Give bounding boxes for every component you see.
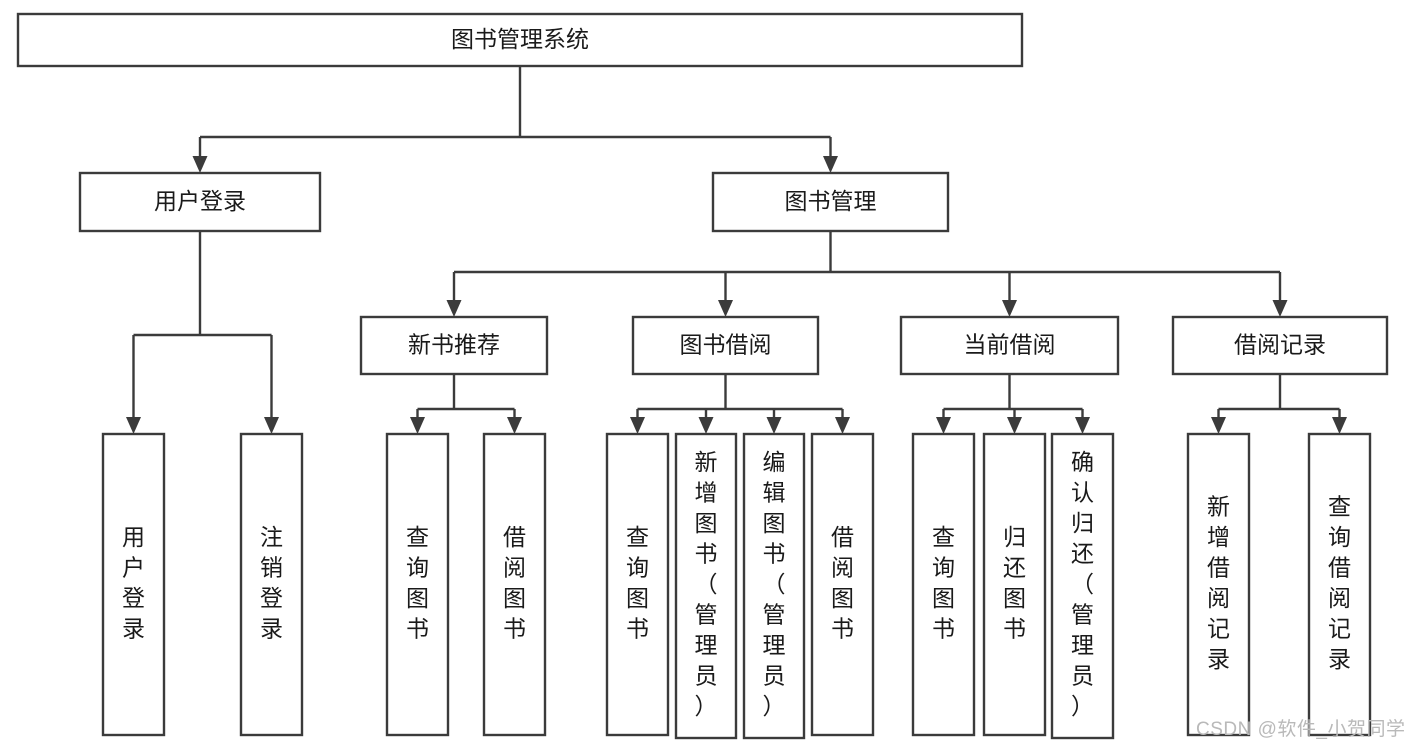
edge-group-book-manage (446, 231, 1288, 317)
node-label-book-manage: 图书管理 (785, 188, 877, 214)
node-label-current-borrow: 当前借阅 (964, 332, 1056, 358)
node-leaf-add-book-admin[interactable]: 新增图书（管理员） (674, 432, 738, 740)
node-leaf-borrow-book-rec[interactable]: 借阅图书 (482, 432, 547, 737)
nodes-layer: 图书管理系统用户登录图书管理新书推荐图书借阅当前借阅借阅记录用户登录注销登录查询… (16, 12, 1389, 740)
node-box-leaf-borrow-book-rec[interactable] (482, 432, 547, 737)
node-root[interactable]: 图书管理系统 (16, 12, 1024, 68)
node-box-leaf-query-borrow-record[interactable] (1307, 432, 1372, 737)
node-label-root: 图书管理系统 (451, 26, 589, 52)
node-leaf-user-logout[interactable]: 注销登录 (239, 432, 304, 737)
node-new-book-rec[interactable]: 新书推荐 (359, 315, 549, 376)
edge-group-new-book-rec (410, 374, 522, 434)
node-label-leaf-borrow-book-rec: 借阅图书 (503, 524, 526, 642)
node-leaf-user-login[interactable]: 用户登录 (101, 432, 166, 737)
edge-group-book-borrow (630, 374, 850, 434)
node-box-leaf-add-borrow-record[interactable] (1186, 432, 1251, 737)
node-box-leaf-edit-book-admin[interactable] (742, 432, 806, 740)
node-leaf-query-book-current[interactable]: 查询图书 (911, 432, 976, 737)
node-box-leaf-query-book-rec[interactable] (385, 432, 450, 737)
node-book-borrow[interactable]: 图书借阅 (631, 315, 820, 376)
node-box-leaf-query-book-current[interactable] (911, 432, 976, 737)
node-label-user-login: 用户登录 (154, 188, 246, 214)
edges-layer (126, 66, 1347, 434)
node-box-current-borrow[interactable] (899, 315, 1120, 376)
node-leaf-add-borrow-record[interactable]: 新增借阅记录 (1186, 432, 1251, 737)
node-box-leaf-confirm-return-admin[interactable] (1050, 432, 1115, 740)
node-label-book-borrow: 图书借阅 (680, 332, 772, 358)
node-leaf-query-book-borrow[interactable]: 查询图书 (605, 432, 670, 737)
edge-group-current-borrow (936, 374, 1090, 434)
node-label-leaf-query-book-borrow: 查询图书 (626, 524, 649, 642)
node-label-leaf-user-login: 用户登录 (122, 524, 145, 642)
node-box-leaf-add-book-admin[interactable] (674, 432, 738, 740)
node-box-leaf-return-book[interactable] (982, 432, 1047, 737)
node-label-leaf-query-book-current: 查询图书 (932, 524, 955, 642)
edge-group-user-login (126, 231, 279, 434)
node-box-book-manage[interactable] (711, 171, 950, 233)
node-user-login[interactable]: 用户登录 (78, 171, 322, 233)
node-box-new-book-rec[interactable] (359, 315, 549, 376)
node-book-manage[interactable]: 图书管理 (711, 171, 950, 233)
node-label-leaf-confirm-return-admin: 确认归还（管理员） (1071, 449, 1094, 719)
node-box-root[interactable] (16, 12, 1024, 68)
node-label-leaf-edit-book-admin: 编辑图书（管理员） (763, 449, 786, 719)
node-current-borrow[interactable]: 当前借阅 (899, 315, 1120, 376)
node-label-borrow-record: 借阅记录 (1234, 332, 1326, 358)
node-box-borrow-record[interactable] (1171, 315, 1389, 376)
node-box-user-login[interactable] (78, 171, 322, 233)
node-box-leaf-user-login[interactable] (101, 432, 166, 737)
node-leaf-return-book[interactable]: 归还图书 (982, 432, 1047, 737)
node-leaf-borrow-book[interactable]: 借阅图书 (810, 432, 875, 737)
node-box-book-borrow[interactable] (631, 315, 820, 376)
node-label-leaf-add-book-admin: 新增图书（管理员） (695, 449, 718, 719)
node-box-leaf-user-logout[interactable] (239, 432, 304, 737)
node-leaf-query-book-rec[interactable]: 查询图书 (385, 432, 450, 737)
node-leaf-confirm-return-admin[interactable]: 确认归还（管理员） (1050, 432, 1115, 740)
node-label-leaf-add-borrow-record: 新增借阅记录 (1207, 493, 1230, 672)
node-borrow-record[interactable]: 借阅记录 (1171, 315, 1389, 376)
node-label-leaf-return-book: 归还图书 (1003, 524, 1026, 642)
node-box-leaf-borrow-book[interactable] (810, 432, 875, 737)
node-label-new-book-rec: 新书推荐 (408, 332, 500, 358)
node-label-leaf-user-logout: 注销登录 (260, 524, 283, 642)
node-label-leaf-borrow-book: 借阅图书 (831, 524, 854, 642)
node-leaf-query-borrow-record[interactable]: 查询借阅记录 (1307, 432, 1372, 737)
node-box-leaf-query-book-borrow[interactable] (605, 432, 670, 737)
node-leaf-edit-book-admin[interactable]: 编辑图书（管理员） (742, 432, 806, 740)
edge-group-borrow-record (1211, 374, 1347, 434)
node-label-leaf-query-book-rec: 查询图书 (406, 524, 429, 642)
edge-group-root (192, 66, 838, 173)
node-label-leaf-query-borrow-record: 查询借阅记录 (1328, 493, 1351, 672)
